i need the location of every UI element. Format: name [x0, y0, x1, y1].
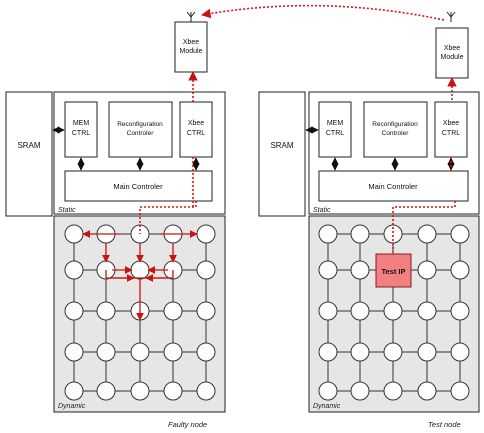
- xbee-ctrl-box: [434, 101, 468, 158]
- mem-ctrl-label-2: CTRL: [326, 130, 344, 137]
- reconfig-box: [363, 101, 428, 158]
- xbee-ctrl-label: Xbee: [443, 120, 459, 127]
- noc-node: [163, 381, 183, 401]
- main-to-test-link: [392, 201, 456, 252]
- dynamic-label: Dynamic: [313, 403, 341, 410]
- main-controller-label: Main Controler: [113, 182, 163, 191]
- noc-node: [163, 301, 183, 321]
- noc-node: [350, 301, 370, 321]
- noc-node: [318, 260, 338, 280]
- sram-box: [5, 91, 53, 217]
- faulty-node-panel: SRAM Xbee Module MEM CTRL Reconfiguratio…: [5, 11, 226, 429]
- reconfig-label-2: Controler: [382, 130, 410, 137]
- noc-grid: [318, 224, 470, 401]
- noc-node: [64, 342, 84, 362]
- reconfig-box: [108, 101, 173, 158]
- static-label: Static: [313, 207, 331, 214]
- noc-node: [163, 342, 183, 362]
- noc-node: [318, 381, 338, 401]
- noc-node: [383, 301, 403, 321]
- route-path: [105, 270, 174, 279]
- noc-node: [96, 301, 116, 321]
- noc-node: [64, 224, 84, 244]
- test-node-caption: Test node: [428, 420, 461, 429]
- xbee-ctrl-label-2: CTRL: [442, 130, 460, 137]
- noc-node: [450, 381, 470, 401]
- wireless-link: [201, 4, 445, 21]
- noc-node: [417, 381, 437, 401]
- sram-label: SRAM: [17, 141, 40, 150]
- noc-node: [318, 342, 338, 362]
- xbee-module-label-2: Module: [180, 48, 203, 55]
- noc-node: [450, 260, 470, 280]
- noc-node: [130, 260, 150, 280]
- mem-ctrl-box: [318, 101, 352, 158]
- test-ip-label: Test IP: [381, 267, 405, 276]
- noc-node: [417, 224, 437, 244]
- noc-node: [96, 342, 116, 362]
- xbee-module-label-2: Module: [441, 54, 464, 61]
- xbee-module-label: Xbee: [183, 39, 199, 46]
- xbee-module-box: [435, 27, 469, 79]
- noc-node: [417, 342, 437, 362]
- mem-ctrl-label: MEM: [73, 120, 90, 127]
- reconfig-label: Reconfiguration: [372, 121, 418, 128]
- sram-label: SRAM: [270, 141, 293, 150]
- faulty-node-caption: Faulty node: [168, 420, 207, 429]
- noc-node: [196, 224, 216, 244]
- noc-node: [350, 260, 370, 280]
- noc-node: [417, 301, 437, 321]
- noc-node: [350, 224, 370, 244]
- main-controller-box: [64, 170, 213, 202]
- noc-node: [318, 301, 338, 321]
- noc-node: [64, 301, 84, 321]
- noc-node: [383, 342, 403, 362]
- noc-node: [450, 224, 470, 244]
- main-controller-box: [318, 170, 469, 202]
- noc-node: [96, 381, 116, 401]
- noc-node: [196, 381, 216, 401]
- test-ip-block: [375, 253, 412, 288]
- noc-node: [196, 260, 216, 280]
- main-to-node-link: [139, 201, 197, 234]
- noc-node: [450, 301, 470, 321]
- antenna-icon: [186, 11, 196, 22]
- static-label: Static: [58, 207, 76, 214]
- reconfig-label-2: Controler: [127, 130, 155, 137]
- noc-node: [64, 260, 84, 280]
- dynamic-label: Dynamic: [58, 403, 86, 410]
- noc-node: [196, 301, 216, 321]
- noc-node: [318, 224, 338, 244]
- mem-ctrl-label: MEM: [327, 120, 344, 127]
- mem-ctrl-box: [64, 101, 98, 158]
- xbee-module-label: Xbee: [444, 45, 460, 52]
- noc-node: [383, 381, 403, 401]
- noc-node: [350, 342, 370, 362]
- antenna-icon: [446, 11, 456, 22]
- noc-node: [350, 381, 370, 401]
- xbee-ctrl-label: Xbee: [188, 120, 204, 127]
- test-node-panel: SRAM Xbee Module MEM CTRL Reconfiguratio…: [258, 11, 480, 429]
- noc-grid: [64, 224, 216, 401]
- noc-node: [196, 342, 216, 362]
- sram-box: [258, 91, 306, 217]
- noc-node: [130, 342, 150, 362]
- reconfig-label: Reconfiguration: [117, 121, 163, 128]
- xbee-ctrl-box: [179, 101, 213, 158]
- main-controller-label: Main Controler: [368, 182, 418, 191]
- noc-node: [450, 342, 470, 362]
- mem-ctrl-label-2: CTRL: [72, 130, 90, 137]
- noc-node: [130, 381, 150, 401]
- noc-node: [64, 381, 84, 401]
- xbee-module-box: [174, 21, 208, 73]
- noc-node: [417, 260, 437, 280]
- fault-routing-arrows: [82, 230, 198, 321]
- xbee-ctrl-label-2: CTRL: [187, 130, 205, 137]
